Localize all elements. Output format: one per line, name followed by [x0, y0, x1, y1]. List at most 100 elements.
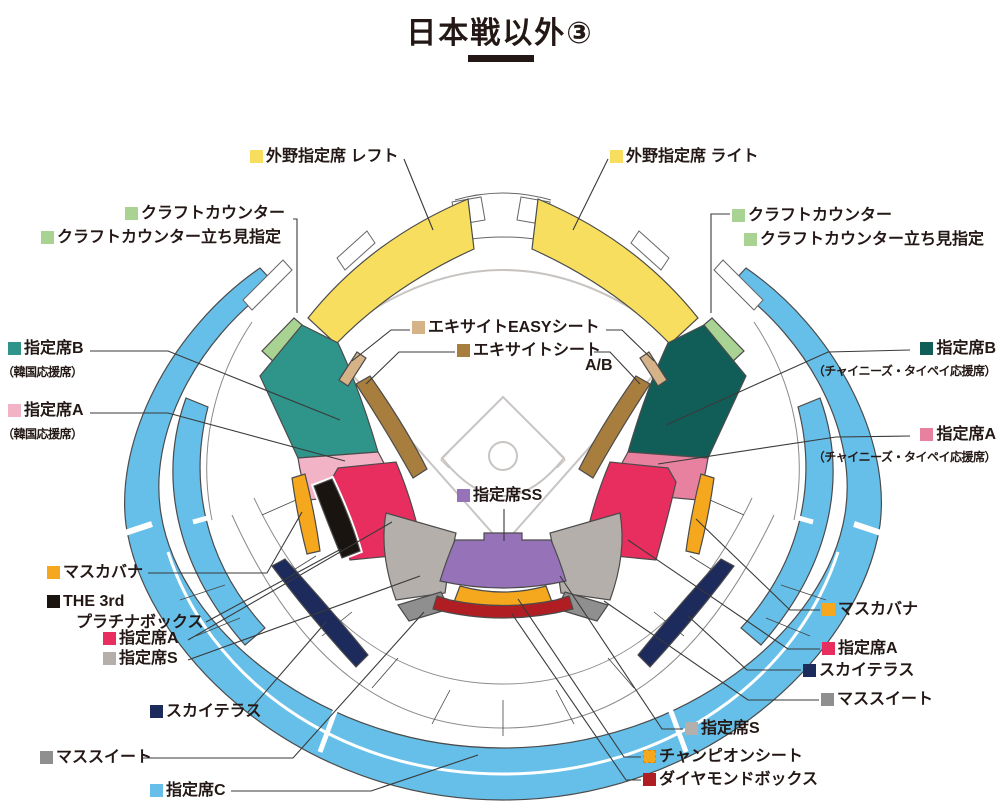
- legend-craft-left-label: クラフトカウンター: [141, 205, 286, 222]
- legend-a-right-swatch: [822, 642, 835, 656]
- page-title: 日本戦以外③: [406, 17, 594, 50]
- legend-c-swatch: [150, 784, 163, 798]
- legend-b-taipei-label: 指定席B: [936, 340, 996, 357]
- legend-sky-right: スカイテラス: [803, 662, 914, 680]
- legend-a-left-swatch: [103, 632, 116, 646]
- legend-cabana-left-swatch: [47, 566, 60, 580]
- legend-b-taipei-swatch: [920, 342, 934, 356]
- legend-craft-stand-left-label: クラフトカウンター立ち見指定: [57, 229, 282, 246]
- legend-craft-stand-left: クラフトカウンター立ち見指定: [41, 229, 281, 247]
- legend-champion: チャンピオンシート: [643, 748, 803, 766]
- legend-diamond-label: ダイヤモンドボックス: [659, 771, 819, 788]
- legend-s-left-swatch: [103, 652, 116, 666]
- section-sekis-right[interactable]: [549, 512, 623, 601]
- legend-sky-right-label: スカイテラス: [819, 662, 915, 679]
- legend-craft-right: クラフトカウンター: [732, 207, 892, 225]
- legend-a-korea-label: 指定席A: [24, 402, 84, 419]
- legend-a-left-label: 指定席A: [119, 630, 179, 647]
- legend-sky-left-swatch: [150, 705, 163, 719]
- section-masu-cabana-left[interactable]: [291, 473, 321, 555]
- legend-a-left: 指定席A: [103, 630, 179, 648]
- legend-excite-easy: エキサイトEASYシート: [412, 319, 600, 337]
- legend-excite-ab: エキサイトシート: [457, 342, 601, 360]
- legend-cabana-right-swatch: [822, 603, 835, 617]
- legend-a-taipei-sub-label: （チャイニーズ・タイペイ応援席）: [812, 450, 997, 464]
- legend-ss-label: 指定席SS: [473, 487, 543, 504]
- legend-excite-ab2-label: A/B: [585, 357, 613, 374]
- legend-third2: プラチナボックス: [76, 614, 204, 632]
- legend-a-korea: 指定席A: [8, 402, 84, 420]
- legend-craft-stand-right: クラフトカウンター立ち見指定: [744, 231, 984, 249]
- legend-b-korea-sub-label: （韓国応援席）: [2, 365, 83, 379]
- leader-lines: [90, 158, 911, 792]
- legend-cabana-right: マスカバナ: [822, 601, 918, 619]
- section-excite-easy-left[interactable]: [338, 351, 367, 387]
- legend-a-korea-swatch: [8, 404, 21, 418]
- legend-s-left: 指定席S: [103, 650, 178, 668]
- legend-of-right-label: 外野指定席 ライト: [626, 148, 759, 165]
- section-sekis-left[interactable]: [383, 512, 457, 601]
- legend-diamond-swatch: [643, 773, 656, 787]
- legend-b-taipei-sub: （チャイニーズ・タイペイ応援席）: [812, 364, 997, 378]
- terrace-outlines: [242, 192, 764, 311]
- section-diamond-box[interactable]: [432, 595, 574, 619]
- section-sekiss[interactable]: [439, 532, 567, 589]
- legend-a-taipei-sub: （チャイニーズ・タイペイ応援席）: [812, 450, 997, 464]
- section-excite-ab-left[interactable]: [355, 375, 428, 479]
- section-sekic-outer-ring[interactable]: [124, 267, 882, 801]
- infield-diamond: [440, 395, 566, 497]
- legend-craft-right-label: クラフトカウンター: [748, 207, 893, 224]
- legend-s-right-label: 指定席S: [701, 720, 760, 737]
- legend-diamond: ダイヤモンドボックス: [643, 771, 818, 789]
- legend-sky-right-swatch: [803, 664, 816, 678]
- legend-excite-easy-label: エキサイトEASYシート: [428, 319, 600, 336]
- legend-b-taipei-sub-label: （チャイニーズ・タイペイ応援席）: [812, 364, 997, 378]
- legend-of-left-label: 外野指定席 レフト: [266, 148, 399, 165]
- section-outfield-right[interactable]: [531, 198, 699, 345]
- legend-b-korea-sub: （韓国応援席）: [2, 365, 83, 379]
- legend-excite-easy-swatch: [412, 321, 425, 335]
- legend-cabana-left-label: マスカバナ: [63, 564, 144, 581]
- section-outfield-left[interactable]: [307, 198, 475, 345]
- legend-sky-left: スカイテラス: [150, 703, 261, 721]
- legend-suite-right-label: マススイート: [837, 691, 934, 708]
- section-sky-terrace-right[interactable]: [637, 558, 735, 668]
- legend-craft-right-swatch: [732, 209, 745, 223]
- legend-b-korea-swatch: [8, 342, 21, 356]
- legend-a-korea-sub: （韓国応援席）: [2, 427, 83, 441]
- legend-suite-left-label: マススイート: [56, 749, 153, 766]
- legend-third-label: THE 3rd: [63, 593, 125, 610]
- legend-b-taipei: 指定席B: [920, 340, 996, 358]
- section-sekic-inner-left[interactable]: [172, 397, 266, 646]
- legend-a-korea-sub-label: （韓国応援席）: [2, 427, 83, 441]
- section-masu-cabana-right[interactable]: [685, 473, 715, 555]
- legend-craft-left-swatch: [125, 207, 138, 221]
- section-third-platinum[interactable]: [313, 478, 361, 559]
- stair-lines: [179, 499, 827, 736]
- legend-a-right-label: 指定席A: [838, 640, 898, 657]
- section-excite-ab-right[interactable]: [578, 375, 651, 479]
- legend-ss: 指定席SS: [457, 487, 542, 505]
- section-sky-terrace-left[interactable]: [271, 558, 369, 668]
- legend-b-korea-label: 指定席B: [24, 340, 84, 357]
- legend-b-korea: 指定席B: [8, 340, 84, 358]
- title-underline: [468, 55, 534, 62]
- legend-craft-stand-right-swatch: [744, 233, 757, 247]
- legend-champion-label: チャンピオンシート: [659, 748, 803, 765]
- pitcher-mound: [488, 441, 518, 471]
- legend-of-left: 外野指定席 レフト: [250, 148, 398, 166]
- legend-ss-swatch: [457, 489, 470, 503]
- legend-craft-stand-right-label: クラフトカウンター立ち見指定: [760, 231, 985, 248]
- section-sekic-inner-right[interactable]: [740, 397, 834, 646]
- legend-craft-left: クラフトカウンター: [125, 205, 285, 223]
- legend-a-taipei: 指定席A: [920, 426, 996, 444]
- legend-suite-left-swatch: [40, 751, 53, 765]
- section-excite-easy-right[interactable]: [639, 351, 668, 387]
- legend-suite-right-swatch: [821, 693, 834, 707]
- legend-of-right-swatch: [610, 150, 623, 164]
- legend-suite-left: マススイート: [40, 749, 152, 767]
- legend-third: THE 3rd: [47, 593, 124, 611]
- legend-a-taipei-label: 指定席A: [936, 426, 996, 443]
